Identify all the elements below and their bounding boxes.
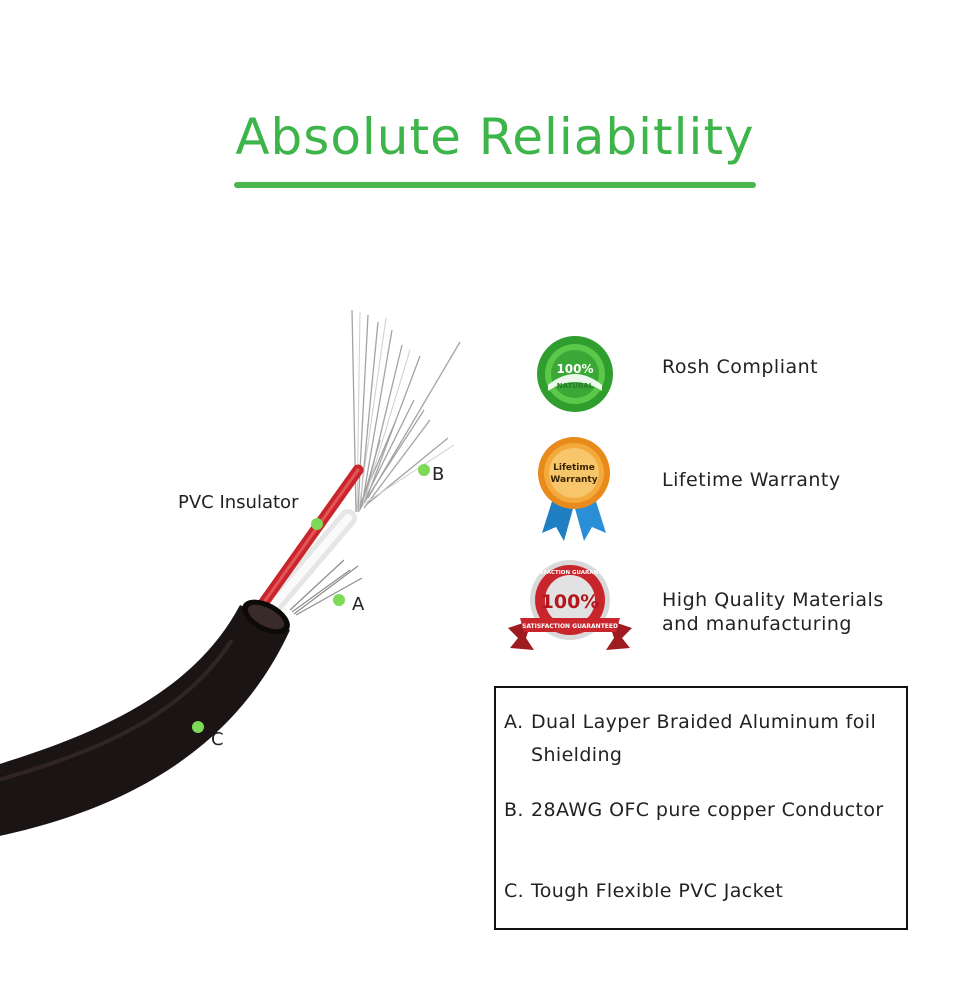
pvc-insulator-label: PVC Insulator bbox=[178, 492, 299, 513]
spec-c-text: Tough Flexible PVC Jacket bbox=[531, 880, 784, 902]
spec-c: C. Tough Flexible PVC Jacket bbox=[504, 875, 783, 908]
spec-b: B. 28AWG OFC pure copper Conductor bbox=[504, 794, 884, 827]
feature-high-quality: High Quality Materials and manufacturing bbox=[662, 588, 884, 636]
ribbon-medal-icon: Lifetime Warranty bbox=[538, 437, 610, 541]
callout-b-dot bbox=[418, 464, 430, 476]
callout-c-dot bbox=[192, 721, 204, 733]
badge-text: SATISFACTION GUARANTEED bbox=[522, 623, 618, 630]
callout-b-label: B bbox=[432, 464, 445, 485]
badge-text: SATISFACTION GUARANTEED bbox=[526, 570, 614, 576]
badge-text: 100% bbox=[541, 591, 600, 613]
badge-text: 100% bbox=[556, 362, 593, 376]
spec-a: A. Dual Layper Braided Aluminum foil Shie… bbox=[504, 706, 901, 772]
title-underline bbox=[234, 182, 756, 188]
copper-strands-icon bbox=[289, 309, 461, 616]
cable-illustration bbox=[0, 309, 461, 836]
badge-text: NATURAL bbox=[557, 382, 594, 390]
natural-seal-icon: 100% NATURAL bbox=[537, 336, 613, 412]
page-title: Absolute Reliabitlity bbox=[235, 108, 755, 166]
spec-b-text: 28AWG OFC pure copper Conductor bbox=[531, 799, 884, 821]
feature-rosh-compliant: Rosh Compliant bbox=[662, 356, 819, 378]
spec-box: A. Dual Layper Braided Aluminum foil Shie… bbox=[494, 686, 908, 930]
badge-text: Lifetime bbox=[553, 463, 595, 473]
callout-a-dot bbox=[333, 594, 345, 606]
spec-c-key: C. bbox=[504, 880, 525, 902]
pvc-insulator-dot bbox=[311, 518, 323, 530]
satisfaction-seal-icon: 100% SATISFACTION GUARANTEED SATISFACTIO… bbox=[508, 560, 632, 650]
callout-c-label: C bbox=[211, 729, 224, 750]
spec-a-text: Dual Layper Braided Aluminum foil Shield… bbox=[531, 711, 877, 766]
badge-text: Warranty bbox=[550, 475, 597, 485]
callout-a-label: A bbox=[352, 594, 365, 615]
feature-lifetime-warranty: Lifetime Warranty bbox=[662, 469, 841, 491]
spec-b-key: B. bbox=[504, 799, 524, 821]
spec-a-key: A. bbox=[504, 711, 524, 733]
feature-high-quality-text: High Quality Materials and manufacturing bbox=[662, 589, 884, 635]
